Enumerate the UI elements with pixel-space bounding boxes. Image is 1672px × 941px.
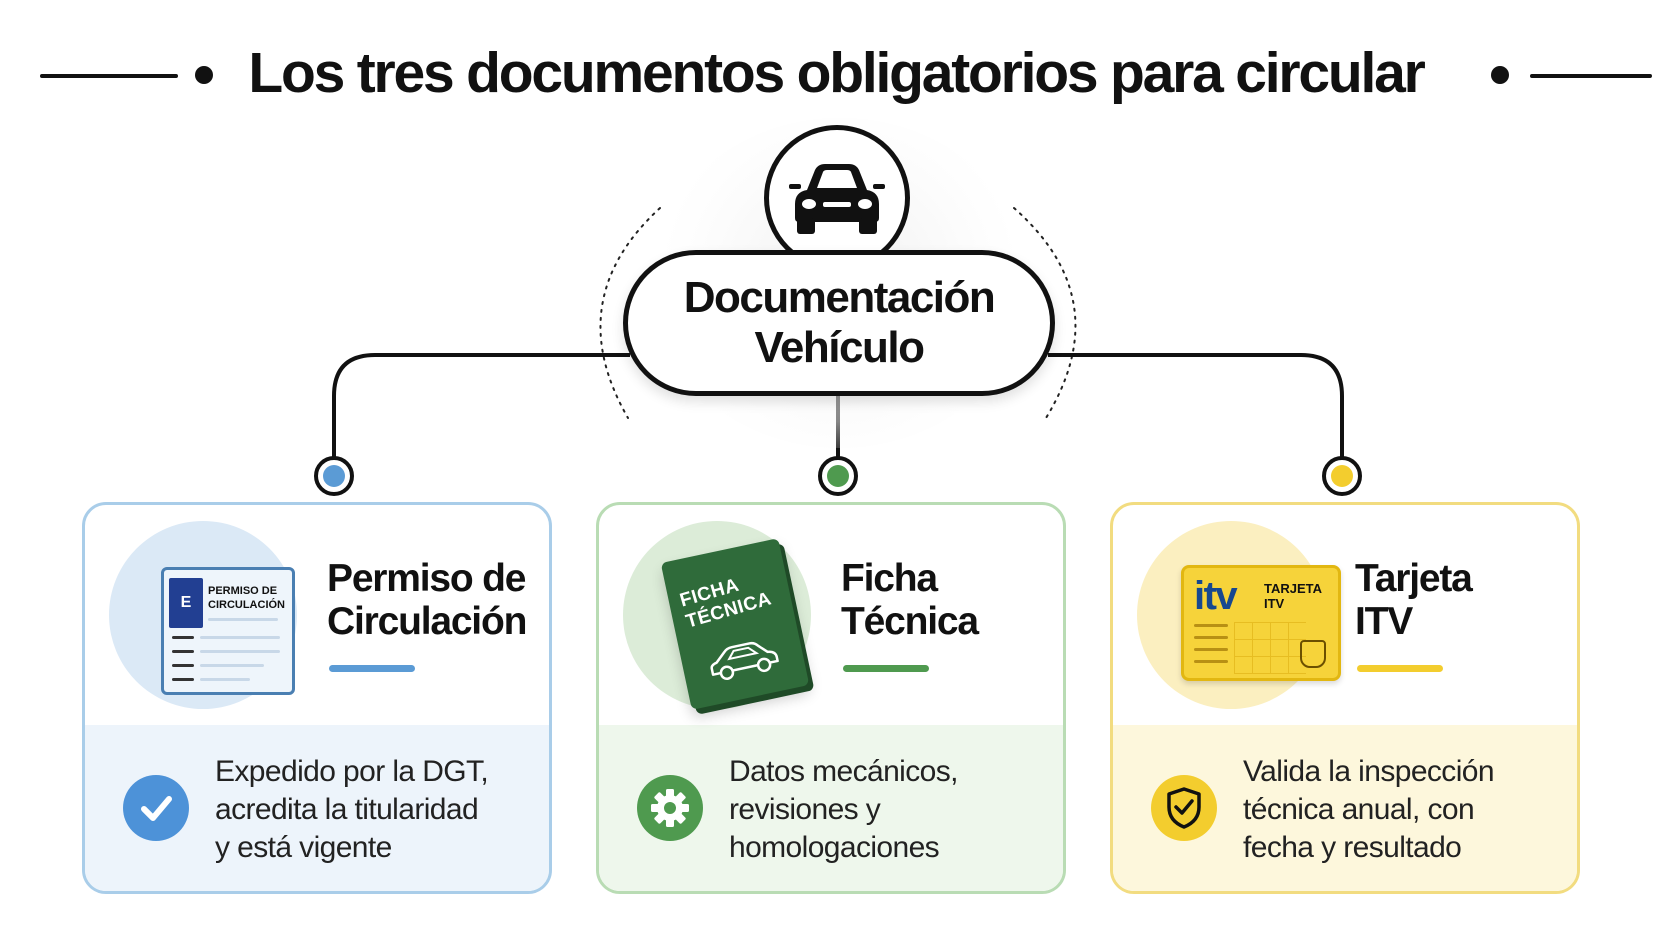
itv-card-heading-line-2: ITV	[1264, 596, 1285, 611]
itv-logo: itv	[1194, 574, 1238, 618]
eu-flag-icon: E	[169, 578, 203, 628]
badge-circle	[1151, 775, 1217, 841]
node-ficha	[818, 456, 858, 496]
document-heading-line-1: PERMISO DE	[208, 585, 278, 597]
card-permiso-circulacion: E PERMISO DE CIRCULACIÓN Permiso de Circ…	[82, 502, 552, 894]
book-title: FICHA TÉCNICA	[678, 567, 775, 634]
card-title-line-2: Técnica	[841, 600, 979, 643]
tarjeta-itv-card-icon: itv TARJETA ITV	[1181, 565, 1341, 681]
description-line-1: Datos mecánicos,	[729, 755, 958, 788]
card-underline	[1357, 665, 1443, 672]
node-permiso	[314, 456, 354, 496]
description-line-2: técnica anual, con	[1243, 793, 1475, 826]
card-title: Ficha Técnica	[841, 557, 979, 643]
document-heading-line-2: CIRCULACIÓN	[208, 599, 285, 611]
title-rule-left	[40, 74, 178, 78]
ficha-tecnica-book-icon: FICHA TÉCNICA	[660, 538, 810, 710]
node-itv	[1322, 456, 1362, 496]
badge-circle	[123, 775, 189, 841]
itv-card-grid	[1234, 622, 1306, 674]
description-line-1: Valida la inspección	[1243, 755, 1495, 788]
card-title-line-1: Ficha	[841, 557, 938, 600]
shield-check-icon	[1167, 787, 1201, 829]
card-ficha-tecnica: FICHA TÉCNICA Ficha Técnica	[596, 502, 1066, 894]
document-heading: PERMISO DE CIRCULACIÓN	[208, 584, 285, 612]
checkmark-icon	[141, 796, 172, 821]
itv-card-heading-line-1: TARJETA	[1264, 581, 1323, 596]
card-title-line-2: Circulación	[327, 600, 527, 643]
hub-label-line-2: Vehículo	[754, 323, 925, 372]
hub-label-line-1: Documentación	[683, 273, 996, 322]
illustration-circle: itv TARJETA ITV	[1137, 521, 1341, 709]
description-line-3: y está vigente	[215, 831, 392, 864]
coat-of-arms-icon	[1300, 640, 1326, 668]
card-description: Datos mecánicos, revisiones y homologaci…	[729, 753, 958, 867]
card-title: Tarjeta ITV	[1355, 557, 1473, 643]
title-dot-right	[1491, 66, 1509, 84]
card-underline	[329, 665, 415, 672]
dotted-arc-right	[1013, 207, 1077, 419]
page-title: Los tres documentos obligatorios para ci…	[248, 41, 1425, 105]
car-icon	[789, 164, 885, 234]
car-outline-icon	[710, 641, 779, 680]
card-title-line-2: ITV	[1355, 600, 1413, 643]
itv-card-lines	[1194, 624, 1228, 672]
itv-card-heading: TARJETA ITV	[1264, 581, 1322, 611]
title-dot-left	[195, 66, 213, 84]
permiso-circulacion-document-icon: E PERMISO DE CIRCULACIÓN	[161, 567, 295, 695]
connector-right	[1048, 353, 1344, 458]
card-description: Valida la inspección técnica anual, con …	[1243, 753, 1495, 867]
card-title: Permiso de Circulación	[327, 557, 527, 643]
dotted-arc-left	[599, 207, 661, 419]
badge-circle	[637, 775, 703, 841]
hub-label: Documentación Vehículo	[623, 250, 1055, 396]
flag-letter: E	[180, 594, 192, 611]
description-line-3: fecha y resultado	[1243, 831, 1462, 864]
connector-left	[332, 353, 630, 458]
card-title-line-1: Tarjeta	[1355, 557, 1473, 600]
card-title-line-1: Permiso de	[327, 557, 526, 600]
card-underline	[843, 665, 929, 672]
card-description: Expedido por la DGT, acredita la titular…	[215, 753, 489, 867]
description-line-2: revisiones y	[729, 793, 881, 826]
description-line-1: Expedido por la DGT,	[215, 755, 489, 788]
title-rule-right	[1530, 74, 1652, 78]
illustration-circle: E PERMISO DE CIRCULACIÓN	[109, 521, 297, 709]
card-tarjeta-itv: itv TARJETA ITV Tarjeta ITV Valida la in…	[1110, 502, 1580, 894]
description-line-3: homologaciones	[729, 831, 940, 864]
description-line-2: acredita la titularidad	[215, 793, 479, 826]
gear-icon	[651, 789, 689, 827]
illustration-circle: FICHA TÉCNICA	[623, 521, 811, 710]
